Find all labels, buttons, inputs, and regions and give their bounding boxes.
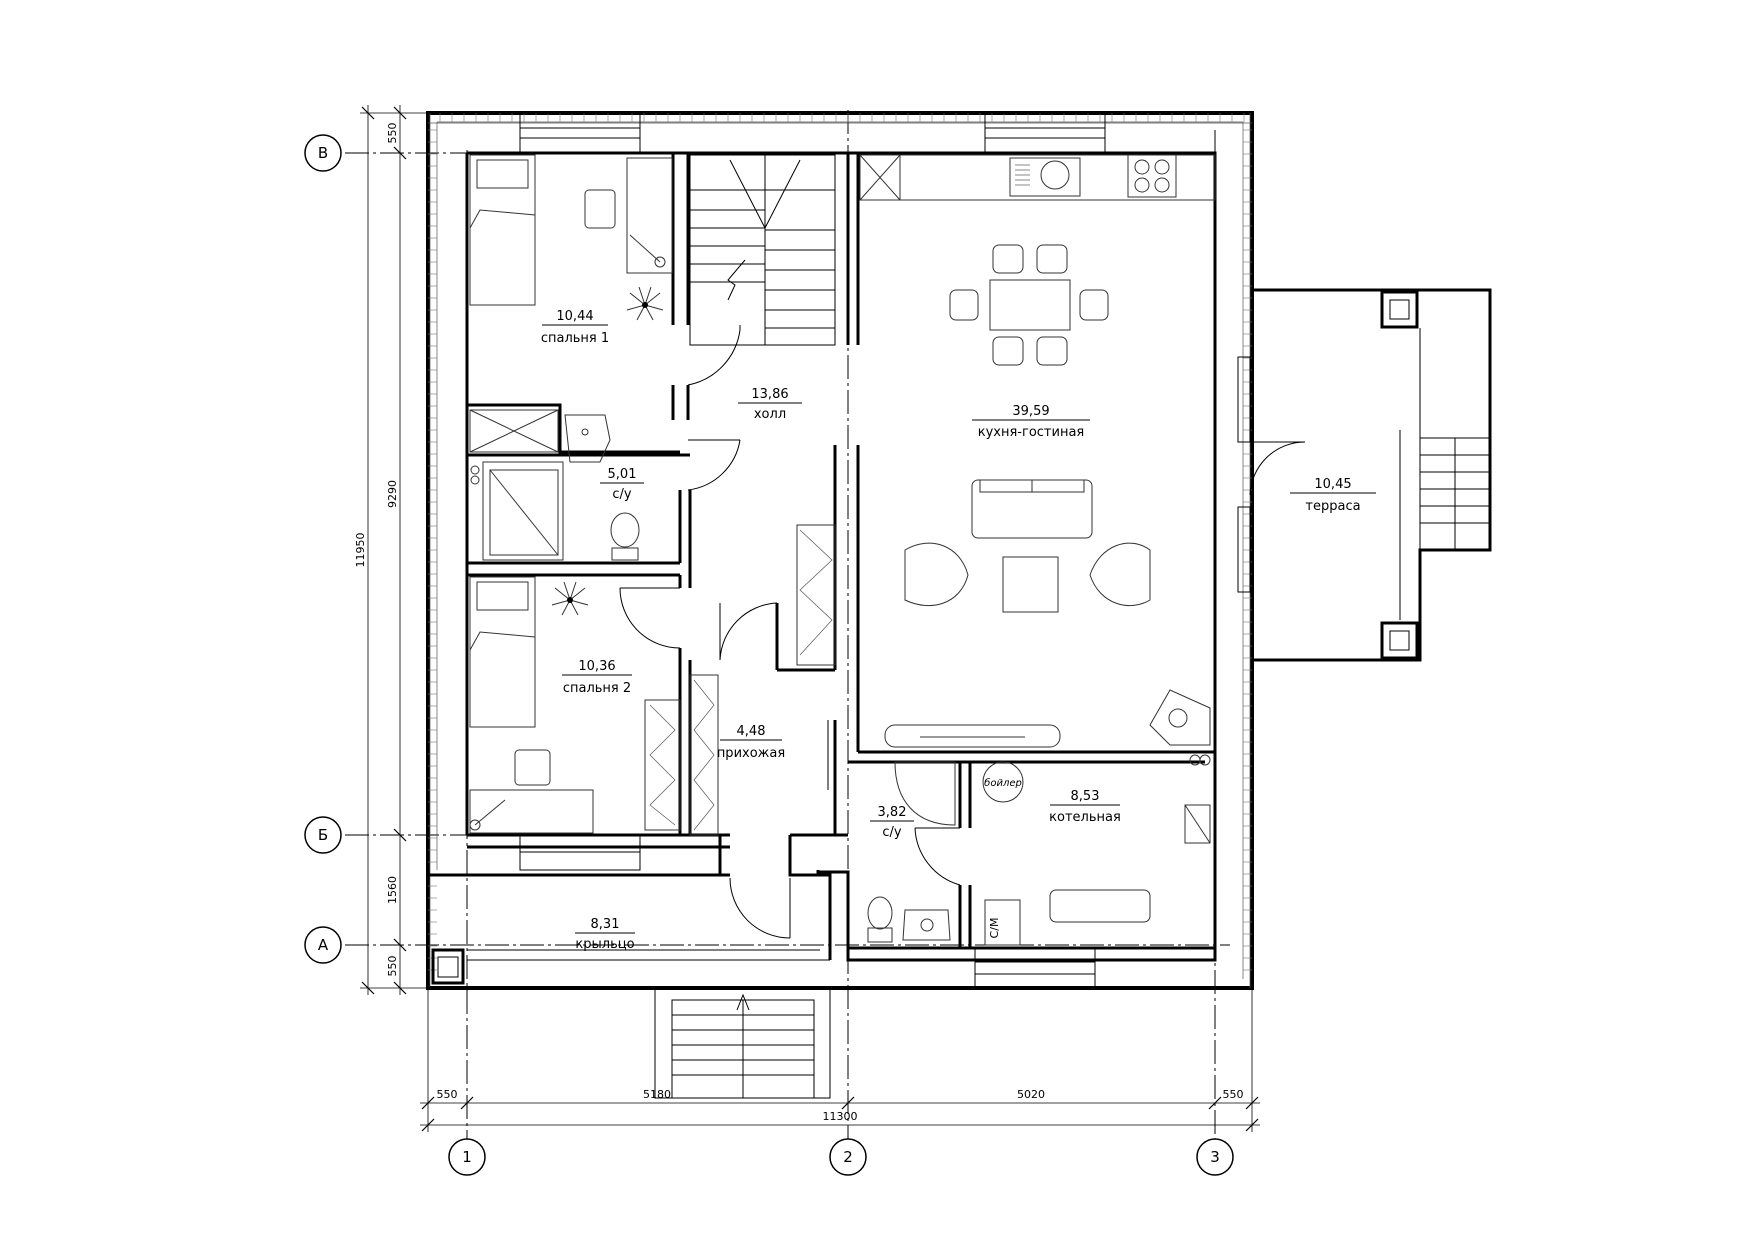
cooktop <box>1127 154 1177 198</box>
svg-text:8,31: 8,31 <box>591 917 620 932</box>
svg-text:8,53: 8,53 <box>1071 789 1100 804</box>
svg-text:спальня 1: спальня 1 <box>541 331 609 346</box>
svg-text:с/у: с/у <box>882 825 902 840</box>
axis-row-b: Б <box>304 816 342 854</box>
svg-text:А: А <box>318 936 329 954</box>
svg-text:4,48: 4,48 <box>737 724 766 739</box>
svg-text:10,36: 10,36 <box>578 659 615 674</box>
door-swings <box>619 325 961 939</box>
terrace <box>1249 288 1492 662</box>
svg-text:крыльцо: крыльцо <box>575 937 634 952</box>
room-label-bedroom2: 10,36 спальня 2 <box>562 659 632 696</box>
dining-table <box>989 279 1071 331</box>
room-label-boiler: 8,53 котельная <box>1049 789 1121 825</box>
furniture <box>469 154 1216 946</box>
svg-text:спальня 2: спальня 2 <box>563 681 631 696</box>
dimensions-horizontal: 550 5180 5020 550 11300 <box>420 988 1260 1132</box>
room-label-entry: 4,48 прихожая <box>717 724 785 761</box>
brick-hatch <box>428 113 1252 971</box>
interior-walls <box>428 153 1215 990</box>
shower <box>482 461 564 561</box>
axis-lines <box>345 110 1230 1140</box>
svg-text:Б: Б <box>318 826 328 844</box>
room-label-porch: 8,31 крыльцо <box>575 917 635 952</box>
boiler <box>982 761 1024 803</box>
windows <box>519 112 1251 989</box>
svg-text:3,82: 3,82 <box>878 805 907 820</box>
svg-text:11950: 11950 <box>354 533 367 568</box>
axis-col-2: 2 <box>829 1138 867 1176</box>
svg-text:39,59: 39,59 <box>1012 404 1049 419</box>
bed-2 <box>469 576 536 728</box>
dimensions-vertical: 550 9290 1560 550 11950 <box>354 105 428 995</box>
washer-label: С/М <box>988 918 1001 939</box>
svg-text:прихожая: прихожая <box>717 746 785 761</box>
svg-text:кухня-гостиная: кухня-гостиная <box>978 425 1085 440</box>
svg-text:550: 550 <box>386 956 399 977</box>
main-staircase <box>689 154 836 346</box>
svg-text:3: 3 <box>1210 1148 1220 1166</box>
svg-text:В: В <box>318 144 328 162</box>
svg-text:13,86: 13,86 <box>751 387 788 402</box>
plant-icon <box>551 581 589 616</box>
svg-text:550: 550 <box>1223 1088 1244 1101</box>
svg-text:550: 550 <box>437 1088 458 1101</box>
axis-col-3: 3 <box>1196 1138 1234 1176</box>
exterior-walls <box>426 111 1254 990</box>
room-label-bedroom1: 10,44 спальня 1 <box>541 309 609 346</box>
svg-text:котельная: котельная <box>1049 810 1121 825</box>
svg-text:11300: 11300 <box>823 1110 858 1123</box>
axis-bubbles: В Б А 1 2 3 <box>304 134 1234 1176</box>
svg-text:2: 2 <box>843 1148 853 1166</box>
svg-text:терраса: терраса <box>1305 499 1360 514</box>
room-label-bath2: 3,82 с/у <box>870 805 914 840</box>
svg-text:1: 1 <box>462 1148 472 1166</box>
svg-text:9290: 9290 <box>386 480 399 508</box>
room-label-bath1: 5,01 с/у <box>600 467 644 502</box>
shower-tray <box>894 761 956 826</box>
svg-text:10,45: 10,45 <box>1314 477 1351 492</box>
bed-1 <box>469 154 536 306</box>
svg-text:1560: 1560 <box>386 876 399 904</box>
svg-text:10,44: 10,44 <box>556 309 593 324</box>
axis-row-a: А <box>304 926 342 964</box>
svg-text:холл: холл <box>754 407 786 422</box>
room-label-terrace: 10,45 терраса <box>1290 477 1376 514</box>
room-labels: 10,44 спальня 1 13,86 холл 39,59 кухня-г… <box>541 309 1376 952</box>
plant-icon <box>626 286 664 321</box>
svg-text:с/у: с/у <box>612 487 632 502</box>
room-label-hall: 13,86 холл <box>738 387 802 422</box>
svg-text:550: 550 <box>386 123 399 144</box>
svg-text:5,01: 5,01 <box>608 467 637 482</box>
washer <box>984 899 1021 946</box>
axis-row-v: В <box>304 134 342 172</box>
axis-col-1: 1 <box>448 1138 486 1176</box>
porch-steps <box>654 987 831 1099</box>
wardrobe <box>644 699 681 831</box>
svg-text:5020: 5020 <box>1017 1088 1045 1101</box>
room-label-kitchen: 39,59 кухня-гостиная <box>972 404 1090 440</box>
boiler-label: бойлер <box>984 777 1022 789</box>
svg-text:5180: 5180 <box>643 1088 671 1101</box>
